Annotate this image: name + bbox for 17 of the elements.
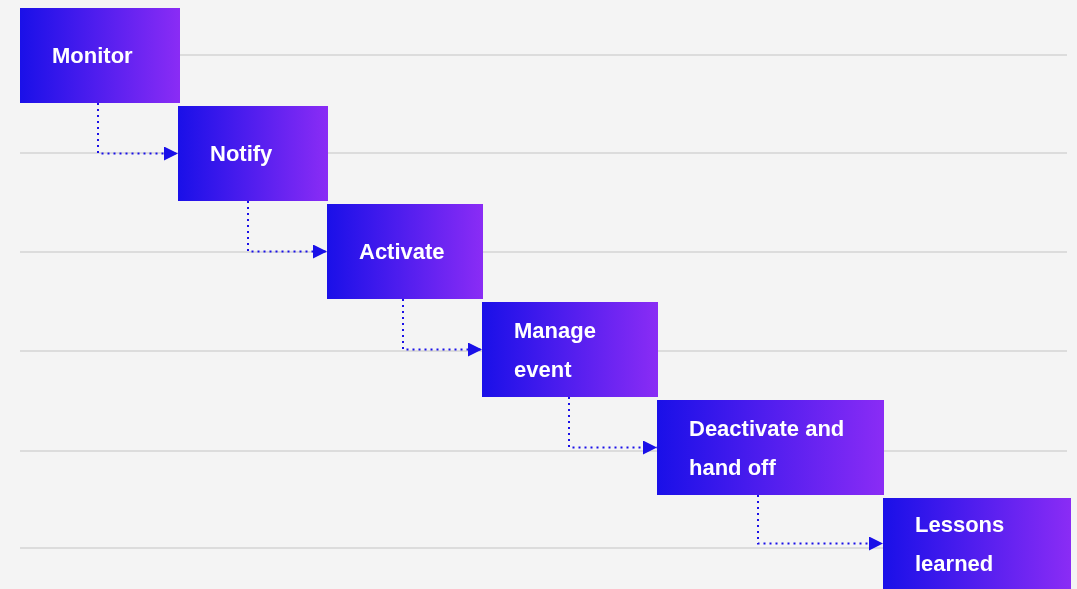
- step-box: [482, 302, 658, 397]
- dotted-arrow: [757, 494, 884, 551]
- step-label: Notify: [210, 140, 273, 168]
- step-box: [883, 498, 1071, 589]
- step-box: [327, 204, 483, 299]
- dotted-arrow: [97, 102, 179, 161]
- dotted-arrow: [568, 396, 658, 455]
- step-box: [20, 8, 180, 103]
- step-box: [657, 400, 884, 495]
- step-label: Monitor: [52, 42, 133, 70]
- step-label: Activate: [359, 238, 445, 266]
- dotted-arrow: [402, 298, 483, 357]
- step-box: [178, 106, 328, 201]
- dotted-arrow: [247, 200, 328, 259]
- step-label: Deactivate and hand off: [689, 414, 846, 482]
- step-label: Manage event: [514, 316, 597, 384]
- step-label: Lessons learned: [915, 510, 1006, 578]
